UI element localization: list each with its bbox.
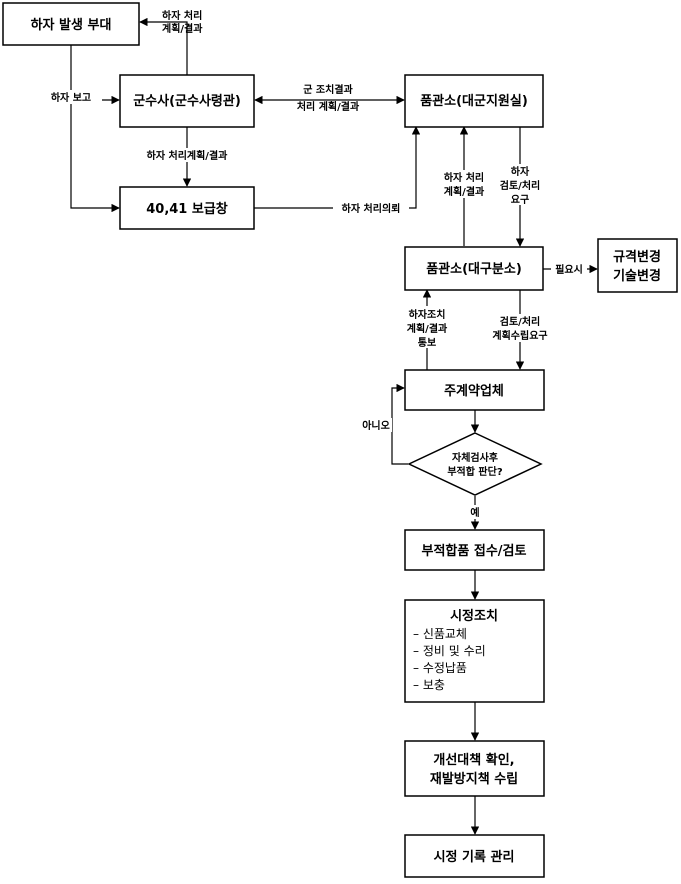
svg-text:주계약업체: 주계약업체	[444, 383, 504, 399]
label-branch-to-contractor: 검토/처리 계획수립요구	[487, 314, 555, 342]
node-depot: 40,41 보급창	[119, 186, 255, 230]
svg-text:요구: 요구	[511, 194, 529, 206]
node-spec-change: 규격변경 기술변경	[597, 238, 678, 293]
svg-text:계획/결과: 계획/결과	[407, 322, 448, 335]
svg-text:개선대책 확인,: 개선대책 확인,	[433, 752, 514, 768]
label-yes: 예	[468, 505, 482, 519]
node-dlsa-hq: 품관소(대군지원실)	[404, 74, 544, 128]
label-branch-to-hq: 하자 처리 계획/결과	[437, 170, 491, 198]
label-hq-to-depot: 하자 처리계획/결과	[135, 148, 241, 162]
label-contractor-to-branch: 하자조치 계획/결과 통보	[400, 306, 454, 349]
svg-text:하자 처리: 하자 처리	[444, 171, 484, 184]
svg-text:품관소(대군지원실): 품관소(대군지원실)	[420, 93, 528, 109]
edges	[70, 17, 598, 835]
svg-text:하자 처리: 하자 처리	[162, 9, 202, 22]
edge-hq-to-defect-unit	[139, 17, 188, 75]
svg-text:예: 예	[470, 506, 479, 519]
svg-text:시정조치: 시정조치	[450, 608, 498, 624]
svg-text:– 수정납품: – 수정납품	[413, 661, 467, 675]
svg-text:자체검사후: 자체검사후	[452, 451, 498, 464]
svg-text:규격변경: 규격변경	[613, 249, 661, 265]
svg-text:계획/결과: 계획/결과	[444, 185, 485, 198]
svg-text:하자: 하자	[511, 165, 530, 178]
svg-text:40,41 보급창: 40,41 보급창	[146, 201, 228, 217]
svg-text:기술변경: 기술변경	[613, 268, 661, 284]
svg-text:품관소(대구분소): 품관소(대구분소)	[426, 261, 522, 277]
node-records: 시정 기록 관리	[404, 834, 545, 878]
svg-text:아니오: 아니오	[362, 419, 390, 432]
svg-text:검토/처리: 검토/처리	[500, 179, 540, 192]
label-report: 하자 보고	[40, 90, 102, 104]
node-improvement: 개선대책 확인, 재발방지책 수립	[404, 740, 545, 797]
svg-text:하자 발생 부대: 하자 발생 부대	[31, 17, 112, 33]
svg-text:부적합 판단?: 부적합 판단?	[447, 465, 502, 478]
svg-text:– 신품교체: – 신품교체	[413, 627, 467, 641]
svg-text:하자 처리계획/결과: 하자 처리계획/결과	[147, 149, 229, 162]
label-hq-to-branch: 하자 검토/처리 요구	[497, 164, 545, 206]
svg-text:부적합품 접수/검토: 부적합품 접수/검토	[422, 543, 527, 559]
svg-text:필요시: 필요시	[555, 263, 583, 276]
label-plan-result-top: 하자 처리 계획/결과	[162, 9, 203, 35]
node-contractor: 주계약업체	[404, 369, 545, 411]
svg-text:하자조치: 하자조치	[409, 308, 446, 321]
svg-text:계획수립요구: 계획수립요구	[492, 329, 547, 342]
svg-text:– 보충: – 보충	[413, 678, 445, 692]
svg-text:검토/처리: 검토/처리	[500, 315, 540, 328]
node-defect-unit: 하자 발생 부대	[2, 2, 140, 46]
label-no: 아니오	[360, 418, 392, 432]
svg-text:– 정비 및 수리: – 정비 및 수리	[413, 644, 486, 658]
label-hq-to-dlsa: 군 조치결과 처리 계획/결과	[297, 83, 360, 113]
svg-text:군수사(군수사령관): 군수사(군수사령관)	[133, 93, 241, 109]
svg-text:시정 기록 관리: 시정 기록 관리	[434, 849, 515, 865]
node-hq: 군수사(군수사령관)	[119, 74, 255, 128]
svg-text:군 조치결과: 군 조치결과	[303, 83, 353, 96]
svg-text:하자 처리의뢰: 하자 처리의뢰	[342, 202, 401, 215]
node-receipt: 부적합품 접수/검토	[404, 529, 545, 571]
edge-depot-to-dlsa	[254, 126, 421, 209]
node-decision: 자체검사후 부적합 판단?	[407, 432, 543, 496]
label-request: 하자 처리의뢰	[333, 201, 409, 215]
edge-report-to-depot	[70, 100, 120, 213]
svg-text:하자 보고: 하자 보고	[51, 91, 91, 104]
svg-text:통보: 통보	[418, 337, 436, 349]
svg-text:계획/결과: 계획/결과	[162, 22, 203, 35]
svg-text:재발방지책 수립: 재발방지책 수립	[430, 771, 518, 787]
node-corrective: 시정조치 – 신품교체 – 정비 및 수리 – 수정납품 – 보충	[404, 599, 545, 703]
node-dlsa-branch: 품관소(대구분소)	[404, 246, 544, 291]
svg-text:처리 계획/결과: 처리 계획/결과	[297, 100, 360, 113]
label-if-needed: 필요시	[551, 262, 587, 276]
